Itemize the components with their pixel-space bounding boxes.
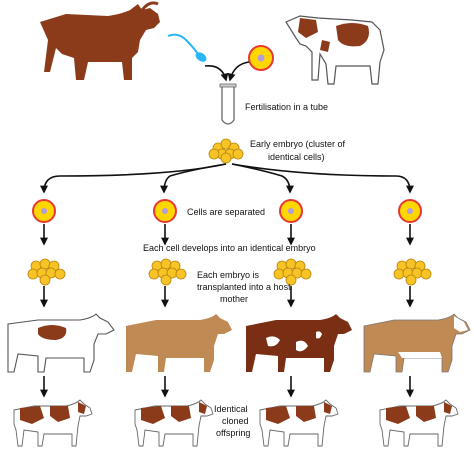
each-cell-develops-label: Each cell develops into an identical emb… — [143, 243, 316, 253]
fertilisation-label: Fertilisation in a tube — [245, 102, 328, 112]
cells-separated-label: Cells are separated — [187, 207, 265, 217]
transplant-label-line1: Each embryo is — [197, 270, 260, 280]
sperm-icon — [167, 33, 207, 62]
cloned-calf-icon — [259, 399, 339, 447]
transplant-label-line2: transplanted into a host — [197, 282, 291, 292]
cloned-calf-icon — [13, 399, 93, 447]
separated-cell-icon — [398, 199, 422, 223]
egg-to-tube-arrow — [227, 61, 250, 82]
transplant-label-line3: mother — [220, 294, 248, 304]
cloned-calf-icon — [134, 399, 214, 447]
branch-arrows — [40, 163, 414, 194]
host-mother-cow-icon — [126, 314, 232, 372]
mother-to-calf-arrows — [40, 376, 414, 398]
cloned-calf-icon — [379, 399, 459, 447]
test-tube-icon — [219, 83, 237, 125]
early-embryo-label-line2: identical cells) — [268, 152, 325, 162]
dairy-cow-icon — [285, 15, 385, 85]
host-mother-cow-icon — [246, 314, 352, 372]
separated-cell-icon — [279, 199, 303, 223]
egg-cell-icon — [248, 45, 274, 71]
host-mother-cow-icon — [7, 313, 115, 373]
offspring-label-line2: cloned — [222, 416, 249, 426]
separated-cell-icon — [153, 199, 177, 223]
separated-cell-icon — [32, 199, 56, 223]
embryo-cluster-icon — [27, 258, 66, 286]
offspring-label-line1: Identical — [214, 404, 248, 414]
host-mother-cow-icon — [363, 313, 471, 373]
cell-to-embryo-arrows — [40, 224, 414, 246]
offspring-label-line3: offspring — [216, 428, 250, 438]
embryo-to-mother-arrows — [40, 286, 414, 308]
early-embryo-label-line1: Early embryo (cluster of — [250, 139, 346, 149]
sperm-to-tube-arrow — [204, 64, 229, 82]
early-embryo-icon — [208, 138, 244, 164]
bull-icon — [40, 1, 160, 80]
embryo-cluster-icon — [393, 258, 432, 286]
embryo-cluster-icon — [148, 258, 187, 286]
